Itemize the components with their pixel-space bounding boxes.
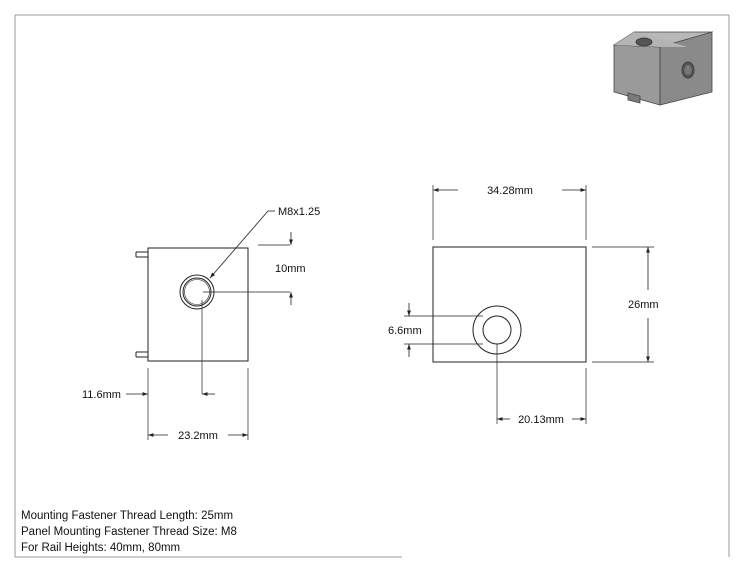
thread-callout-label: M8x1.25 [278, 206, 320, 218]
note-thread-length: Mounting Fastener Thread Length: 25mm [21, 510, 234, 522]
dim-height-to-hole: 10mm [275, 263, 306, 275]
front-view-dimensions [126, 210, 293, 437]
side-view [404, 185, 654, 424]
side-view-dimensions [407, 188, 650, 421]
sheet-border [14, 14, 730, 558]
dim-width-side: 34.28mm [487, 185, 533, 197]
dim-hole-diameter: 6.6mm [388, 325, 422, 337]
note-thread-size: Panel Mounting Fastener Thread Size: M8 [21, 526, 237, 538]
isometric-thumbnail [612, 31, 714, 106]
front-view [135, 244, 290, 440]
dim-hole-offset-side: 20.13mm [518, 414, 564, 426]
note-rail-heights: For Rail Heights: 40mm, 80mm [21, 542, 181, 554]
dim-hole-offset-front: 11.6mm [82, 389, 121, 401]
drawing-notes: Mounting Fastener Thread Length: 25mm Pa… [21, 508, 237, 556]
dim-height-side: 26mm [628, 299, 659, 311]
dim-width-front: 23.2mm [178, 430, 218, 442]
